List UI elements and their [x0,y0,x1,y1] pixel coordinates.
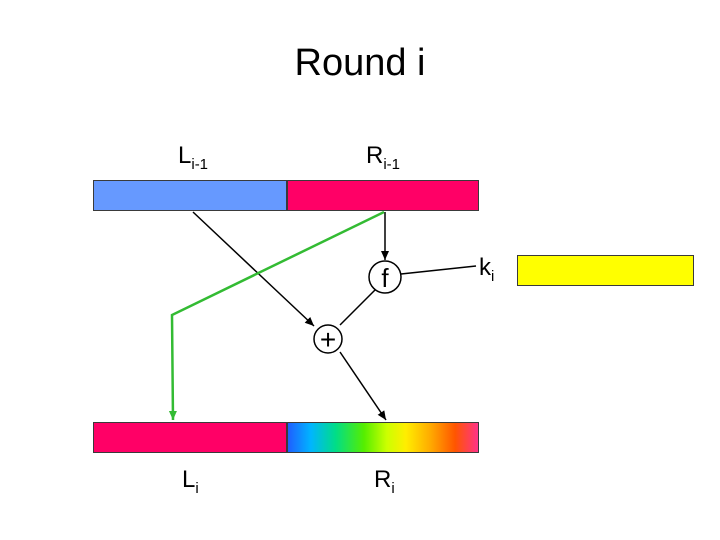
diagram-title: Round i [294,42,426,84]
arrow-swap-r-prev-to-l-next [168,210,385,421]
block-r-next [287,422,479,453]
label-r-next-main: R [374,466,392,493]
function-f-label: f [381,263,389,293]
line-f-to-xor [339,289,376,326]
label-key-main: k [479,254,491,281]
label-l-next: Li [182,466,199,497]
label-r-prev-main: R [366,142,384,169]
label-l-prev-sub: i-1 [191,156,209,173]
block-key [517,255,694,286]
line-key-to-f [400,265,477,275]
block-l-next [93,422,287,453]
block-r-prev [287,180,479,211]
block-l-prev [93,180,287,211]
label-r-prev: Ri-1 [366,142,400,173]
label-l-next-sub: i [195,480,199,497]
label-l-prev: Li-1 [178,142,208,173]
label-r-next-sub: i [391,480,395,497]
function-f-node [368,260,402,294]
label-l-next-main: L [182,466,196,493]
label-key: ki [479,254,494,285]
label-r-next: Ri [374,466,395,497]
arrow-xor-to-r-next [339,351,387,421]
label-l-prev-main: L [178,142,192,169]
arrow-l-prev-to-xor [192,211,315,327]
xor-symbol: + [320,324,336,355]
label-r-prev-sub: i-1 [383,156,401,173]
xor-node [313,324,343,354]
label-key-sub: i [491,268,495,285]
